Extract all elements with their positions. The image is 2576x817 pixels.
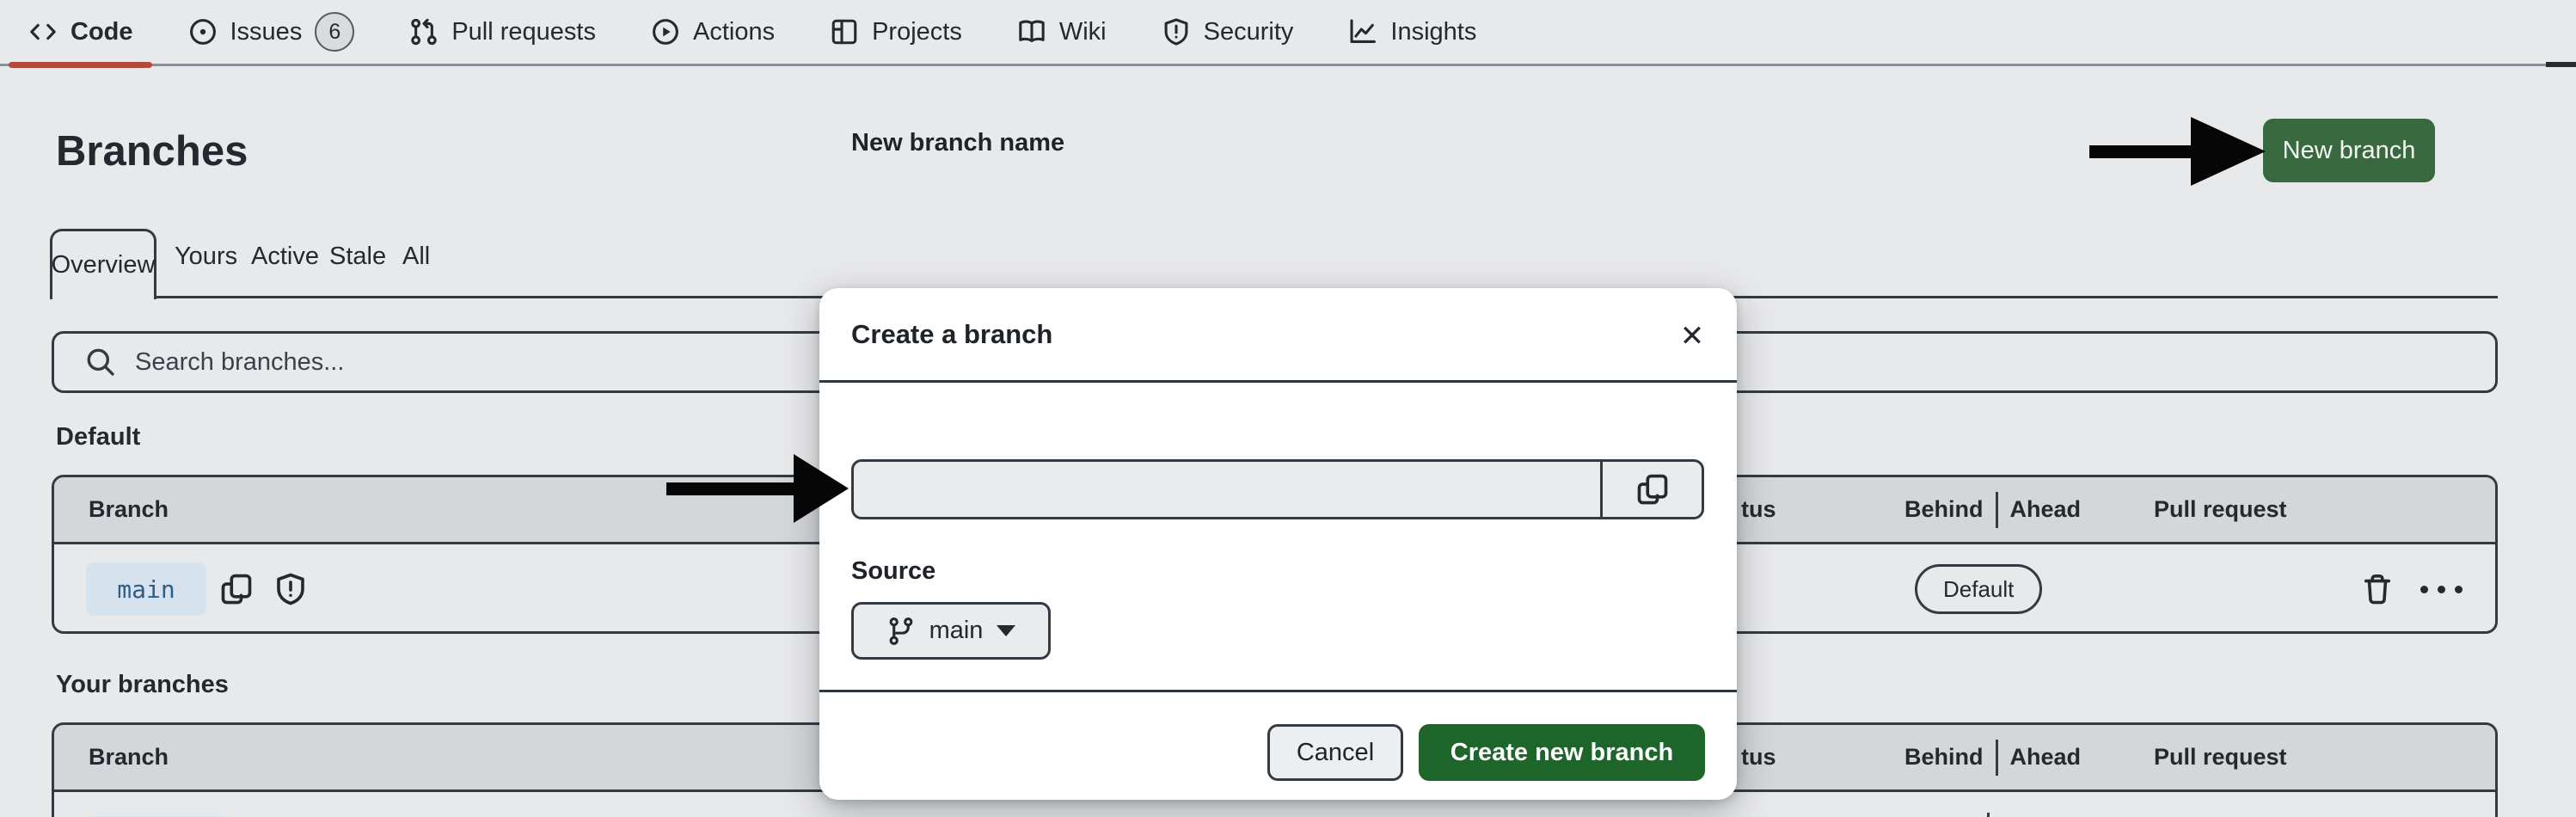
modal-footer: Cancel Create new branch: [1267, 724, 1705, 781]
cancel-button[interactable]: Cancel: [1267, 724, 1403, 781]
branch-column-header: Branch: [89, 744, 169, 770]
code-icon: [28, 17, 58, 46]
default-badge: Default: [1915, 564, 2043, 614]
modal-footer-divider: [819, 690, 1737, 692]
nav-tab-actions[interactable]: Actions: [651, 17, 775, 46]
nav-label: Pull requests: [451, 17, 596, 46]
active-tab-underline: [9, 62, 152, 68]
page-title: Branches: [56, 128, 248, 175]
your-branches-section-heading: Your branches: [56, 671, 229, 698]
close-icon[interactable]: ✕: [1679, 320, 1705, 353]
graph-icon: [1348, 17, 1377, 46]
new-branch-button[interactable]: New branch: [2263, 119, 2435, 182]
tab-yours[interactable]: Yours: [175, 243, 238, 270]
default-section-heading: Default: [56, 423, 141, 451]
search-icon: [85, 347, 116, 378]
copy-icon[interactable]: [1600, 462, 1702, 517]
behind-header: Behind: [1904, 496, 1984, 522]
nav-tab-insights[interactable]: Insights: [1348, 17, 1476, 46]
pull-request-column-header: Pull request: [2154, 496, 2287, 522]
behind-ahead-divider: [1995, 491, 1998, 528]
branch-name-input-group: [851, 459, 1704, 519]
annotation-arrow-new-branch: [2089, 117, 2266, 186]
modal-header: Create a branch ✕: [819, 288, 1737, 383]
nav-bottom-border: [0, 64, 2576, 66]
nav-tab-issues[interactable]: Issues 6: [188, 12, 355, 52]
play-circle-icon: [651, 17, 680, 46]
ahead-header: Ahead: [2009, 496, 2082, 522]
book-icon: [1017, 17, 1046, 46]
chevron-down-icon: [997, 625, 1016, 636]
nav-tab-security[interactable]: Security: [1162, 17, 1294, 46]
nav-label: Insights: [1390, 17, 1477, 46]
ahead-header: Ahead: [2009, 744, 2082, 770]
issues-count-badge: 6: [315, 12, 355, 52]
nav-label: Code: [71, 17, 133, 46]
source-branch-value: main: [929, 617, 984, 644]
behind-header: Behind: [1904, 744, 1984, 770]
create-new-branch-button[interactable]: Create new branch: [1419, 724, 1705, 781]
nav-label: Security: [1203, 17, 1294, 46]
branch-row-kebab-menu[interactable]: [2420, 572, 2477, 606]
behind-ahead-row-divider: [1987, 813, 1990, 817]
copy-branch-name-icon[interactable]: [219, 572, 254, 606]
pull-request-column-header: Pull request: [2154, 744, 2287, 770]
default-branch-row: main Default: [54, 544, 2495, 634]
annotation-arrow-branch-name-input: [666, 454, 849, 523]
nav-label: Issues: [230, 17, 303, 46]
nav-border-dark-segment: [2546, 62, 2576, 67]
behind-ahead-column-header: Behind Ahead: [1904, 725, 2081, 789]
branch-column-header: Branch: [89, 496, 169, 522]
branch-protection-shield-icon[interactable]: [273, 572, 308, 606]
branch-name-badge[interactable]: main: [86, 562, 206, 616]
nav-tab-wiki[interactable]: Wiki: [1017, 17, 1107, 46]
tab-stale[interactable]: Stale: [329, 243, 387, 270]
tab-all[interactable]: All: [402, 243, 431, 270]
nav-label: Projects: [872, 17, 962, 46]
source-label: Source: [851, 557, 936, 585]
check-status-column-header: tus: [1741, 496, 1776, 522]
nav-tab-projects[interactable]: Projects: [830, 17, 962, 46]
git-pull-request-icon: [409, 17, 439, 46]
git-branch-icon: [889, 617, 913, 645]
project-table-icon: [830, 17, 859, 46]
check-status-column-header: tus: [1741, 744, 1776, 770]
branch-name-label: New branch name: [851, 129, 1065, 157]
nav-label: Actions: [692, 17, 776, 46]
source-branch-dropdown[interactable]: main: [851, 602, 1051, 660]
issue-opened-icon: [188, 17, 218, 46]
nav-tab-code[interactable]: Code: [28, 17, 133, 46]
tab-overview[interactable]: Overview: [50, 229, 156, 299]
behind-ahead-column-header: Behind Ahead: [1904, 477, 2081, 542]
delete-branch-trash-icon[interactable]: [2360, 572, 2395, 606]
tab-active[interactable]: Active: [251, 243, 319, 270]
branch-name-input[interactable]: [854, 462, 1600, 517]
shield-icon: [1162, 17, 1191, 46]
create-branch-modal: Create a branch ✕ New branch name Source…: [819, 129, 1737, 800]
nav-tab-pull-requests[interactable]: Pull requests: [409, 17, 596, 46]
repo-nav: Code Issues 6 Pull requests Actions Pr: [28, 0, 1476, 64]
nav-label: Wiki: [1058, 17, 1107, 46]
behind-ahead-divider: [1995, 739, 1998, 776]
modal-title: Create a branch: [851, 318, 1053, 349]
